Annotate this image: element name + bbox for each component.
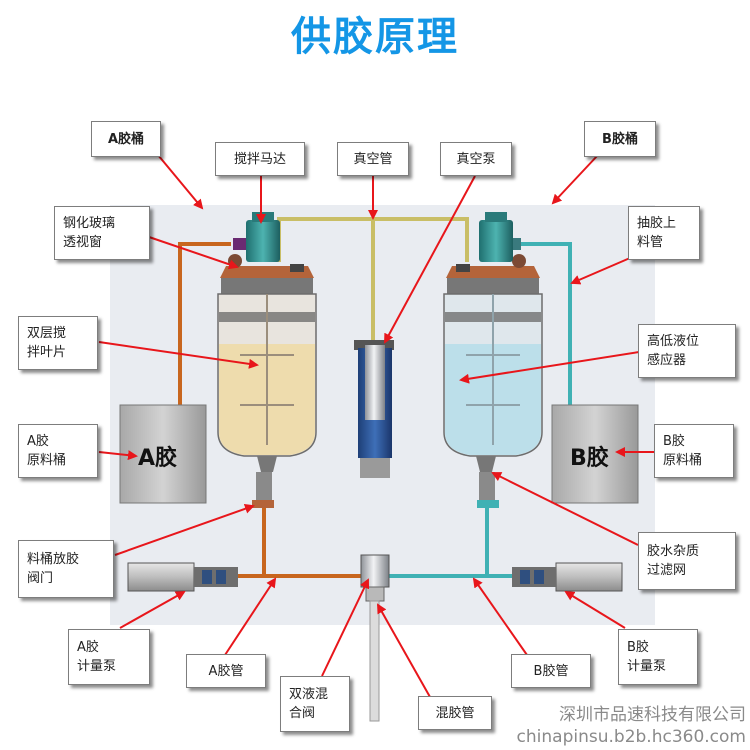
arrow-a-pump <box>119 591 186 629</box>
label-level-sensor: 高低液位 感应器 <box>638 324 736 378</box>
mixing-pipe <box>369 600 380 722</box>
label-mixer-motor: 搅拌马达 <box>215 142 305 176</box>
arrow-drain-valve <box>114 503 255 556</box>
company-watermark: 深圳市品速科技有限公司 chinapinsu.b2b.hc360.com <box>517 704 746 748</box>
label-double-blade: 双层搅 拌叶片 <box>18 316 98 370</box>
watermark-company-name: 深圳市品速科技有限公司 <box>559 705 746 725</box>
label-drain-valve: 料桶放胶 阀门 <box>18 540 114 598</box>
label-filter: 胶水杂质 过滤网 <box>638 532 736 590</box>
arrow-filter <box>491 472 639 546</box>
a-glue-pipe <box>178 242 362 578</box>
label-a-pump: A胶 计量泵 <box>68 629 150 685</box>
b-metering-pump <box>512 562 623 592</box>
label-b-bucket: B胶桶 <box>584 121 656 157</box>
watermark-url: chinapinsu.b2b.hc360.com <box>516 727 746 747</box>
label-b-pipe: B胶管 <box>511 654 591 688</box>
arrow-a-pipe <box>224 577 277 656</box>
arrow-level-sensor <box>459 351 640 384</box>
label-a-pipe: A胶管 <box>186 654 266 688</box>
b-tank <box>443 212 543 508</box>
callout-arrows <box>98 154 654 698</box>
label-mix-pipe: 混胶管 <box>418 696 492 730</box>
label-suction-tube: 抽胶上 料管 <box>628 206 700 260</box>
label-mix-valve: 双液混 合阀 <box>280 676 350 732</box>
arrow-suction-tube <box>570 257 631 285</box>
label-b-pump: B胶 计量泵 <box>618 629 698 685</box>
arrow-b-bucket <box>551 154 599 205</box>
arrow-b-pipe <box>472 577 528 656</box>
label-b-raw-bucket: B胶 原料桶 <box>654 424 734 478</box>
label-a-bucket: A胶桶 <box>91 121 161 157</box>
b-glue-pipe <box>388 242 572 578</box>
a-raw-bucket-text: A胶 <box>138 446 178 471</box>
arrow-vacuum-pump <box>384 175 476 344</box>
label-glass-window: 钢化玻璃 透视窗 <box>54 206 150 260</box>
page-title: 供胶原理 <box>291 14 459 60</box>
arrow-a-raw-bucket <box>98 450 138 461</box>
b-raw-bucket-text: B胶 <box>570 446 609 471</box>
arrow-glass-window <box>148 236 239 270</box>
label-vacuum-tube: 真空管 <box>337 142 409 176</box>
a-metering-pump <box>127 562 238 592</box>
arrow-a-bucket <box>157 154 204 210</box>
arrow-mix-valve <box>321 578 370 677</box>
vacuum-pump <box>354 340 394 478</box>
arrow-mix-pipe <box>377 603 431 698</box>
label-vacuum-pump: 真空泵 <box>440 142 512 176</box>
label-a-raw-bucket: A胶 原料桶 <box>18 424 98 478</box>
arrow-b-pump <box>564 590 626 629</box>
arrow-double-blade <box>98 341 259 369</box>
